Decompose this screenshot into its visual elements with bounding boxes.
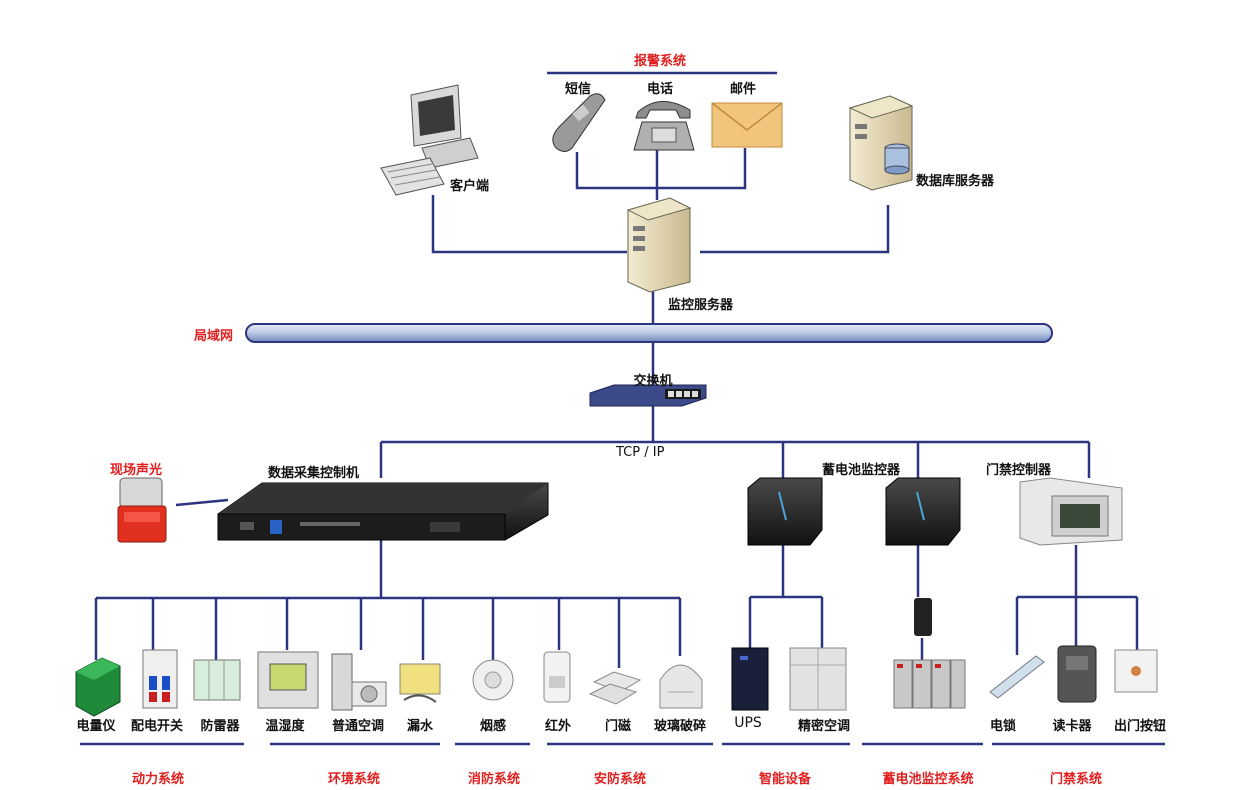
- onsite-alarm-label: 现场声光: [110, 463, 163, 478]
- monitor-server-icon: [626, 197, 692, 293]
- switchgear-label: 配电开关: [130, 719, 184, 734]
- alarm-system-title: 报警系统: [633, 54, 687, 69]
- client-label: 客户端: [450, 179, 490, 194]
- access-system-label: 门禁系统: [1049, 772, 1103, 787]
- connection-lines: [80, 71, 1165, 746]
- db-server-label: 数据库服务器: [916, 174, 995, 189]
- door-magnet-icon: [588, 671, 642, 705]
- precision-ac-label: 精密空调: [797, 719, 851, 734]
- lan-label: 局域网: [194, 329, 234, 344]
- card-reader-label: 读卡器: [1052, 719, 1092, 734]
- lan-pipe: [245, 323, 1053, 343]
- switch-label: 交换机: [633, 374, 673, 389]
- meter-label: 电量仪: [76, 719, 116, 734]
- water-leak-sensor-icon: [399, 663, 441, 703]
- battery-bank-icon: [893, 659, 966, 709]
- glass-break-sensor-icon: [659, 664, 703, 709]
- battery-system-label: 蓄电池监控系统: [882, 772, 974, 787]
- air-conditioner-icon: [331, 653, 387, 711]
- ups-label: UPS: [734, 715, 762, 731]
- infrared-sensor-icon: [543, 651, 571, 703]
- email-envelope-icon: [711, 102, 783, 148]
- power-meter-icon: [75, 657, 121, 717]
- glass-label: 玻璃破碎: [653, 719, 707, 734]
- distribution-switch-icon: [142, 649, 178, 709]
- protocol-label: TCP / IP: [616, 445, 665, 460]
- electric-lock-icon: [989, 655, 1045, 699]
- door-mag-label: 门磁: [604, 719, 632, 734]
- power-system-label: 动力系统: [131, 772, 185, 787]
- ac-label: 普通空调: [331, 719, 385, 734]
- client-computer-icon: [380, 84, 479, 196]
- precision-ac-icon: [789, 647, 847, 711]
- smart-system-label: 智能设备: [758, 772, 812, 787]
- env-system-label: 环境系统: [327, 772, 381, 787]
- smoke-detector-icon: [472, 659, 514, 701]
- battery-monitor-label: 蓄电池监控器: [822, 463, 901, 478]
- thermo-hygrometer-icon: [257, 651, 319, 709]
- sms-phone-icon: [552, 93, 606, 152]
- data-collector-unit-icon: [217, 482, 549, 541]
- lock-label: 电锁: [989, 719, 1017, 734]
- exit-button-icon: [1114, 649, 1158, 693]
- smoke-label: 烟感: [479, 719, 507, 734]
- card-reader-icon: [1057, 645, 1097, 703]
- fire-system-label: 消防系统: [467, 772, 521, 787]
- sms-label: 短信: [564, 82, 592, 97]
- ups-icon: [731, 647, 769, 711]
- email-label: 邮件: [729, 82, 757, 97]
- surge-protector-icon: [193, 659, 241, 701]
- siren-light-icon: [117, 477, 167, 543]
- exit-button-label: 出门按钮: [1113, 719, 1167, 734]
- infrared-label: 红外: [544, 719, 572, 734]
- surge-label: 防雷器: [200, 719, 240, 734]
- battery-sensor-icon: [914, 598, 932, 636]
- smart-monitor-box-icon: [747, 477, 823, 546]
- access-controller-box-icon: [1019, 477, 1123, 546]
- telephone-icon: [633, 101, 695, 151]
- thermo-label: 温湿度: [265, 719, 305, 734]
- monitor-server-label: 监控服务器: [668, 298, 734, 313]
- collector-label: 数据采集控制机: [268, 466, 360, 481]
- phone-label: 电话: [646, 82, 674, 97]
- security-system-label: 安防系统: [593, 772, 647, 787]
- network-switch-icon: [589, 384, 707, 407]
- battery-monitor-box-icon: [885, 477, 961, 546]
- database-server-icon: [848, 95, 914, 191]
- access-controller-label: 门禁控制器: [986, 463, 1052, 478]
- leak-label: 漏水: [406, 719, 434, 734]
